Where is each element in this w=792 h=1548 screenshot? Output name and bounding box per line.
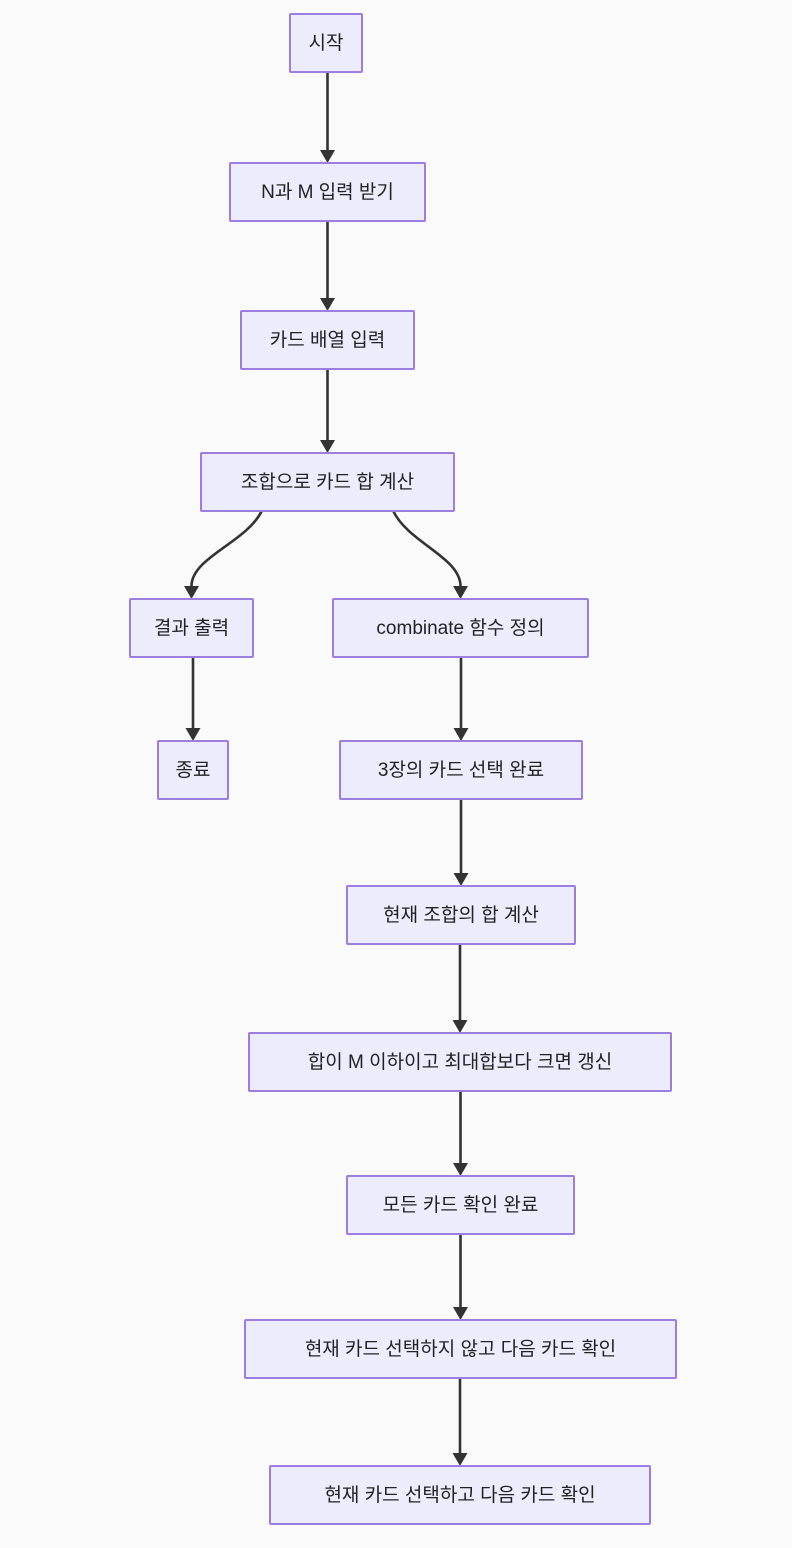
node-box[interactable]: [248, 1032, 672, 1092]
node-box[interactable]: [129, 598, 254, 658]
flow-edge: [184, 510, 263, 599]
flow-edge: [320, 369, 335, 453]
flow-edge: [453, 1091, 468, 1176]
flow-node-three_done[interactable]: 3장의 카드 선택 완료: [339, 740, 583, 800]
node-box[interactable]: [240, 310, 415, 370]
flow-node-input_cards[interactable]: 카드 배열 입력: [240, 310, 415, 370]
flow-edge: [453, 657, 469, 741]
flow-node-pick_card[interactable]: 현재 카드 선택하고 다음 카드 확인: [269, 1465, 651, 1525]
flow-edge: [320, 72, 335, 163]
edge-arrowhead: [453, 1163, 468, 1176]
node-label: combinate 함수 정의: [376, 617, 544, 639]
edges-layer: [184, 72, 469, 1466]
edge-arrowhead: [452, 1453, 468, 1466]
node-label: 모든 카드 확인 완료: [383, 1194, 539, 1216]
flow-node-calc_comb[interactable]: 조합으로 카드 합 계산: [200, 452, 455, 512]
node-label: N과 M 입력 받기: [261, 181, 394, 203]
edge-line: [190, 510, 263, 587]
node-label: 현재 카드 선택하고 다음 카드 확인: [324, 1484, 595, 1506]
node-box[interactable]: [157, 740, 229, 800]
flow-edge: [453, 799, 469, 886]
node-box[interactable]: [269, 1465, 651, 1525]
edge-arrowhead: [452, 1020, 468, 1033]
edge-arrowhead: [320, 298, 335, 311]
node-box[interactable]: [346, 885, 576, 945]
node-box[interactable]: [244, 1319, 677, 1379]
node-box[interactable]: [339, 740, 583, 800]
node-label: 현재 카드 선택하지 않고 다음 카드 확인: [305, 1338, 616, 1360]
node-label: 종료: [176, 760, 211, 781]
edge-arrowhead: [453, 728, 469, 741]
node-box[interactable]: [229, 162, 426, 222]
flow-node-start[interactable]: 시작: [289, 13, 363, 73]
node-label: 합이 M 이하이고 최대합보다 크면 갱신: [308, 1051, 612, 1073]
edge-arrowhead: [320, 440, 335, 453]
edge-arrowhead: [320, 150, 335, 163]
flow-node-sum_calc[interactable]: 현재 조합의 합 계산: [346, 885, 576, 945]
node-label: 결과 출력: [154, 617, 229, 639]
edge-arrowhead: [184, 586, 199, 599]
node-box[interactable]: [289, 13, 363, 73]
edge-line: [392, 510, 462, 587]
node-label: 현재 조합의 합 계산: [383, 904, 539, 926]
flow-node-update_max[interactable]: 합이 M 이하이고 최대합보다 크면 갱신: [248, 1032, 672, 1092]
flow-node-print_result[interactable]: 결과 출력: [129, 598, 254, 658]
flow-edge: [320, 221, 335, 311]
node-label: 카드 배열 입력: [270, 329, 385, 351]
flow-node-skip_card[interactable]: 현재 카드 선택하지 않고 다음 카드 확인: [244, 1319, 677, 1379]
node-box[interactable]: [200, 452, 455, 512]
node-label: 3장의 카드 선택 완료: [378, 759, 544, 781]
edge-arrowhead: [453, 586, 468, 599]
node-box[interactable]: [346, 1175, 575, 1235]
edge-arrowhead: [453, 1307, 468, 1320]
flow-node-end[interactable]: 종료: [157, 740, 229, 800]
flow-edge: [452, 944, 468, 1033]
flow-edge: [185, 657, 201, 741]
edge-arrowhead: [453, 873, 469, 886]
node-label: 시작: [309, 32, 344, 54]
flow-edge: [453, 1234, 468, 1320]
edge-arrowhead: [185, 728, 201, 741]
flow-edge: [452, 1378, 468, 1466]
flow-node-input_nm[interactable]: N과 M 입력 받기: [229, 162, 426, 222]
flow-node-all_checked[interactable]: 모든 카드 확인 완료: [346, 1175, 575, 1235]
node-label: 조합으로 카드 합 계산: [241, 471, 414, 493]
flow-edge: [392, 510, 468, 599]
node-box[interactable]: [332, 598, 589, 658]
flow-node-define_fn[interactable]: combinate 함수 정의: [332, 598, 589, 658]
